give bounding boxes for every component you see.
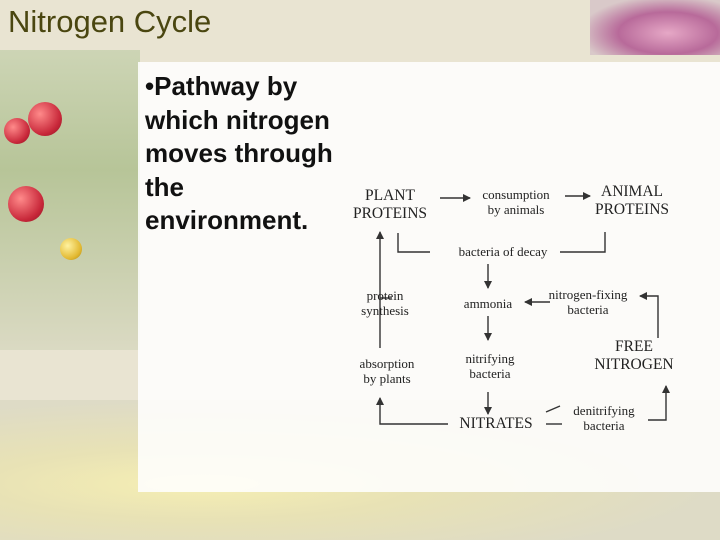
node-protein-synthesis: protein synthesis (361, 288, 409, 318)
berry-decoration (60, 238, 82, 260)
node-animal-proteins: ANIMAL PROTEINS (594, 183, 670, 218)
arrow-free-to-fixing (639, 292, 659, 338)
arrow-animal-to-decay (560, 232, 606, 253)
node-nitrates: NITRATES (459, 415, 533, 432)
berry-decoration (28, 102, 62, 136)
node-plant-proteins: PLANT PROTEINS (352, 187, 428, 222)
berry-decoration (8, 186, 44, 222)
arrow-denitrifying-to-free (648, 385, 670, 421)
arrow-nitrates-to-absorption (376, 397, 448, 425)
node-nitrifying-bacteria: nitrifying bacteria (465, 351, 515, 381)
node-nitrogen-fixing-bacteria: nitrogen-fixing bacteria (548, 287, 628, 317)
berry-decoration (4, 118, 30, 144)
page-title: Nitrogen Cycle (8, 4, 212, 39)
node-free-nitrogen: FREE NITROGEN (594, 338, 674, 373)
node-absorption-by-plants: absorption by plants (359, 356, 415, 386)
arrow-plant-to-decay (397, 233, 430, 253)
bullet-text: •Pathway by which nitrogen moves through… (145, 70, 335, 238)
node-denitrifying-bacteria: denitrifying bacteria (573, 403, 635, 433)
content-panel (138, 62, 720, 492)
node-bacteria-of-decay: bacteria of decay (458, 244, 548, 259)
background-flower (590, 0, 720, 55)
bullet-marker: • (145, 71, 155, 101)
arrow-nitrates-denitrify-link (545, 405, 561, 413)
node-consumption-by-animals: consumption by animals (482, 187, 550, 217)
node-ammonia: ammonia (463, 296, 513, 311)
bullet-body: Pathway by which nitrogen moves through … (145, 71, 333, 235)
